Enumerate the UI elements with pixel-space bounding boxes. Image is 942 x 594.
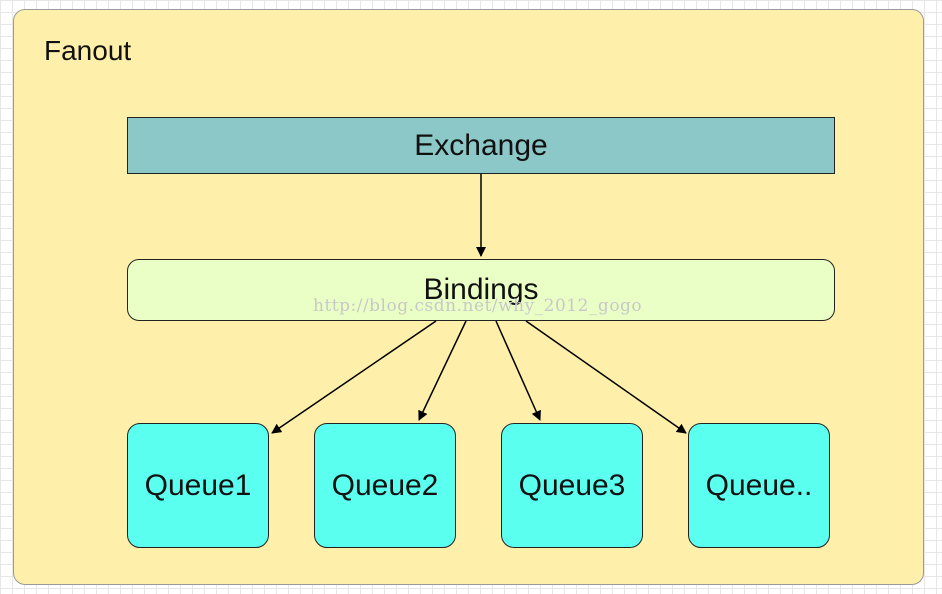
queue-node-4: Queue.. bbox=[688, 423, 830, 548]
queue-node-2: Queue2 bbox=[314, 423, 456, 548]
exchange-node: Exchange bbox=[127, 117, 835, 174]
bindings-node: Bindings bbox=[127, 259, 835, 321]
queue-label: Queue3 bbox=[518, 468, 626, 502]
queue-label: Queue2 bbox=[331, 468, 439, 502]
watermark-text: http://blog.csdn.net/why_2012_gogo bbox=[313, 296, 643, 316]
queue-label: Queue1 bbox=[144, 468, 252, 502]
bindings-label: Bindings bbox=[423, 273, 539, 306]
queue-node-3: Queue3 bbox=[501, 423, 643, 548]
exchange-label: Exchange bbox=[414, 128, 548, 162]
queue-label: Queue.. bbox=[705, 468, 813, 502]
queue-node-1: Queue1 bbox=[127, 423, 269, 548]
frame-title: Fanout bbox=[44, 35, 132, 66]
